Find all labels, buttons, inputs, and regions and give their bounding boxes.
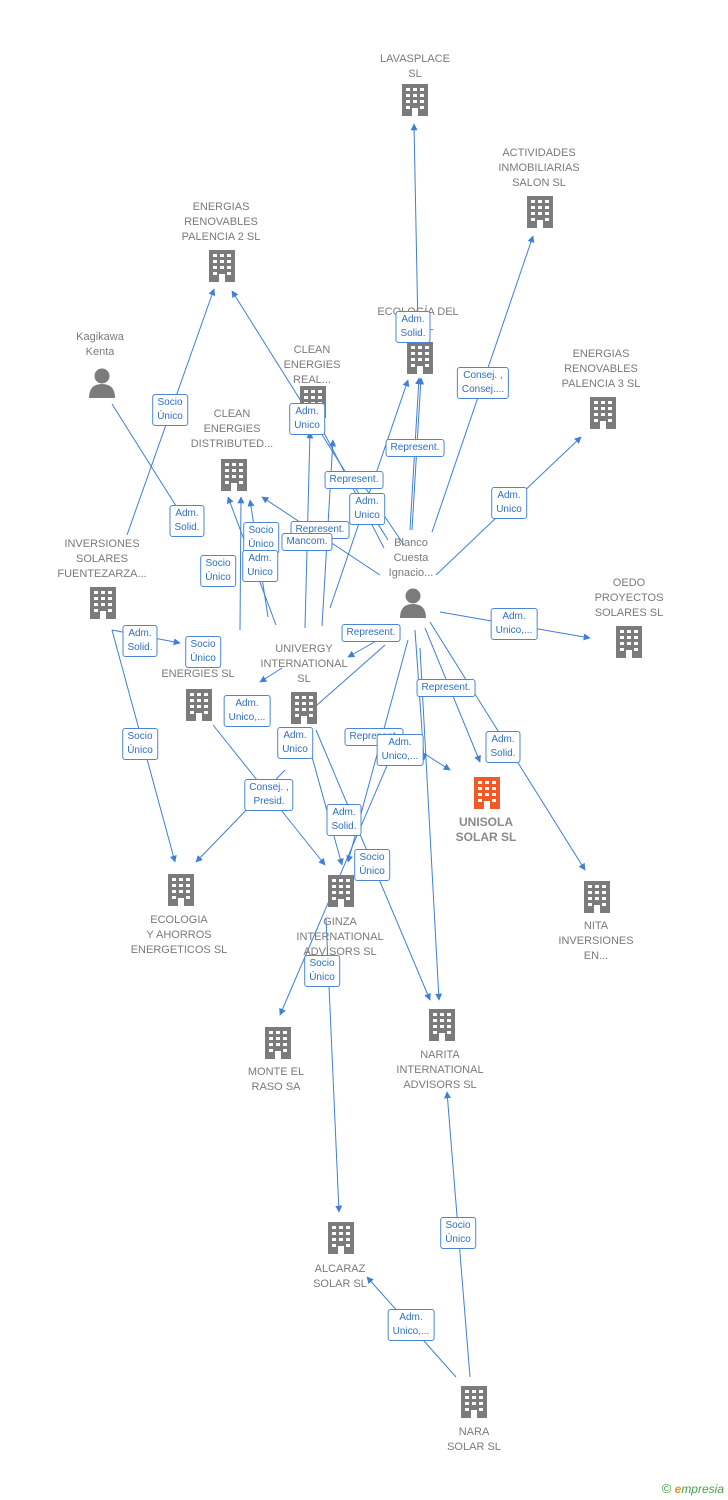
building-icon-nita[interactable]: [584, 881, 610, 913]
edge-25: [259, 667, 283, 683]
edge-label-3[interactable]: Adm. Unico: [289, 403, 325, 435]
node-label-clean_dist[interactable]: CLEAN ENERGIES DISTRIBUTED...: [190, 408, 274, 450]
building-icon-energias3[interactable]: [590, 397, 616, 429]
node-label-energias2[interactable]: ENERGIAS RENOVABLES PALENCIA 2 SL: [181, 201, 261, 243]
edge-label-6[interactable]: Adm. Unico: [491, 487, 527, 519]
edge-label-17[interactable]: Represent.: [416, 679, 476, 697]
building-icon-actividades[interactable]: [527, 196, 553, 228]
node-label-energias3[interactable]: ENERGIAS RENOVABLES PALENCIA 3 SL: [561, 348, 641, 390]
edge-label-12[interactable]: Adm. Unico: [349, 493, 385, 525]
edge-23: [347, 639, 379, 658]
edge-0: [410, 123, 419, 331]
edge-label-11[interactable]: Socio Único: [200, 555, 236, 587]
edge-label-15[interactable]: Represent.: [341, 624, 401, 642]
brand-name: mpresia: [681, 1482, 724, 1496]
edge-label-18[interactable]: Socio Único: [122, 728, 158, 760]
edge-label-25[interactable]: Consej. , Presid.: [244, 779, 294, 811]
building-icon-energies[interactable]: [186, 689, 212, 721]
building-icon-oedo[interactable]: [616, 626, 642, 658]
building-icon-inversiones[interactable]: [90, 587, 116, 619]
brand-initial: e: [674, 1482, 682, 1496]
building-icon-narita[interactable]: [429, 1009, 455, 1041]
empresia-brand[interactable]: © empresia: [662, 1481, 724, 1496]
building-icon-energias2[interactable]: [209, 250, 235, 282]
node-label-energies[interactable]: ENERGIES SL: [161, 668, 235, 680]
edge-label-21[interactable]: Adm. Unico,...: [376, 734, 424, 766]
edge-label-24[interactable]: Adm. Unico,...: [223, 695, 271, 727]
edge-label-5[interactable]: Represent.: [324, 471, 384, 489]
edge-label-2[interactable]: Socio Único: [152, 394, 188, 426]
node-label-nita[interactable]: NITA INVERSIONES EN...: [558, 920, 634, 962]
edge-label-29[interactable]: Socio Único: [440, 1217, 476, 1249]
node-label-actividades[interactable]: ACTIVIDADES INMOBILIARIAS SALON SL: [498, 147, 580, 189]
edge-label-27[interactable]: Socio Único: [354, 849, 390, 881]
edge-11: [237, 496, 245, 631]
building-icon-unisola[interactable]: [474, 777, 500, 809]
edge-label-14[interactable]: Adm. Solid.: [122, 625, 158, 657]
node-label-narita[interactable]: NARITA INTERNATIONAL ADVISORS SL: [396, 1049, 484, 1091]
node-label-clean_real[interactable]: CLEAN ENERGIES REAL...: [283, 344, 341, 386]
building-icon-clean_dist[interactable]: [221, 459, 247, 491]
node-label-monte[interactable]: MONTE EL RASO SA: [247, 1066, 305, 1093]
building-icon-ecologia_ahorros[interactable]: [168, 874, 194, 906]
node-label-kagikawa[interactable]: Kagikawa Kenta: [76, 331, 124, 358]
building-icon-ginza[interactable]: [328, 875, 354, 907]
node-label-inversiones[interactable]: INVERSIONES SOLARES FUENTEZARZA...: [57, 538, 147, 580]
edge-label-23[interactable]: Socio Único: [185, 636, 221, 668]
edge-label-13[interactable]: Adm. Unico: [242, 550, 278, 582]
edge-label-4[interactable]: Represent.: [385, 439, 445, 457]
edge-label-0[interactable]: Adm. Solid.: [395, 311, 431, 343]
building-icon-monte[interactable]: [265, 1027, 291, 1059]
edge-label-19[interactable]: Adm. Unico: [277, 727, 313, 759]
node-label-blanco[interactable]: Blanco Cuesta Ignacio...: [388, 537, 434, 579]
edge-label-26[interactable]: Adm. Solid.: [326, 804, 362, 836]
node-label-nara[interactable]: NARA SOLAR SL: [447, 1426, 501, 1453]
edge-label-30[interactable]: Adm. Unico,...: [387, 1309, 435, 1341]
edge-label-10[interactable]: Mancom.: [281, 533, 333, 551]
node-label-univergy[interactable]: UNIVERGY INTERNATIONAL SL: [260, 643, 348, 685]
edge-label-28[interactable]: Socio Único: [304, 955, 340, 987]
node-label-ecologia_ahorros[interactable]: ECOLOGIA Y AHORROS ENERGETICOS SL: [130, 914, 228, 956]
building-icon-lavasplace[interactable]: [402, 84, 428, 116]
node-label-alcaraz[interactable]: ALCARAZ SOLAR SL: [313, 1263, 367, 1290]
node-label-unisola[interactable]: UNISOLA SOLAR SL: [455, 815, 517, 844]
edge-label-1[interactable]: Consej. , Consej....: [456, 367, 510, 399]
copyright-symbol: ©: [661, 1481, 672, 1496]
person-icon-blanco[interactable]: [400, 588, 426, 619]
building-icon-nara[interactable]: [461, 1386, 487, 1418]
node-label-oedo[interactable]: OEDO PROYECTOS SOLARES SL: [594, 577, 664, 619]
building-icon-alcaraz[interactable]: [328, 1222, 354, 1254]
edge-30: [419, 647, 443, 1001]
building-icon-univergy[interactable]: [291, 692, 317, 724]
edge-label-16[interactable]: Adm. Unico,...: [490, 608, 538, 640]
node-label-lavasplace[interactable]: LAVASPLACE SL: [380, 53, 450, 80]
edge-label-8[interactable]: Socio Único: [243, 522, 279, 554]
building-icon-ecologia_del[interactable]: [407, 342, 433, 374]
edge-label-7[interactable]: Adm. Solid.: [169, 505, 205, 537]
node-label-ginza[interactable]: GINZA INTERNATIONAL ADVISORS SL: [296, 916, 384, 958]
edge-label-22[interactable]: Adm. Solid.: [485, 731, 521, 763]
person-icon-kagikawa[interactable]: [89, 368, 115, 399]
